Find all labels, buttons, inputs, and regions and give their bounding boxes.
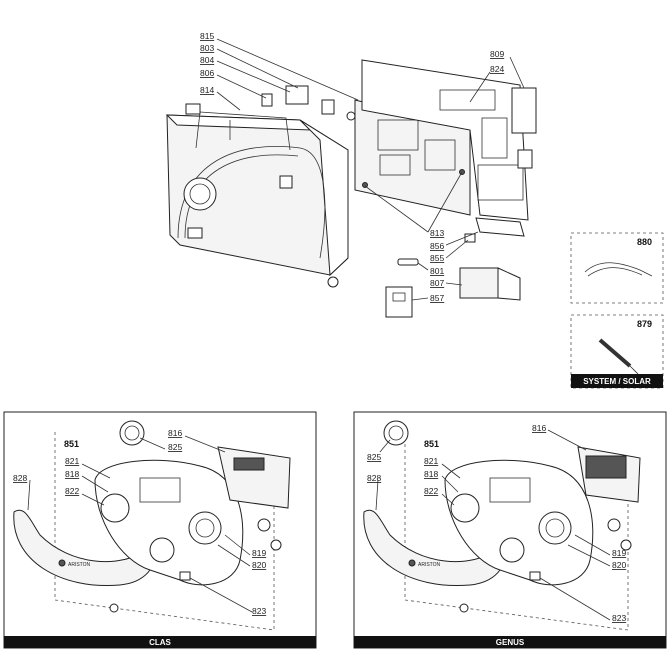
genus-gauge-825 bbox=[383, 420, 409, 446]
genus-callout-816: 816 bbox=[532, 423, 546, 433]
clas-callout-818: 818 bbox=[65, 469, 79, 479]
callout-856: 856 bbox=[430, 241, 444, 251]
callout-803: 803 bbox=[200, 43, 214, 53]
genus-callout-819: 819 bbox=[612, 548, 626, 558]
genus-control-body bbox=[444, 459, 594, 586]
callout-855: 855 bbox=[430, 253, 444, 263]
callout-807: 807 bbox=[430, 278, 444, 288]
box-880: 880 bbox=[570, 232, 664, 304]
callout-814: 814 bbox=[200, 85, 214, 95]
box-879-label: 879 bbox=[637, 319, 652, 329]
clas-panel: CLAS ARISTON 851 816 825 8 bbox=[3, 411, 317, 649]
small-parts bbox=[385, 217, 525, 318]
rear-cover-panel bbox=[361, 59, 537, 221]
clas-callout-819: 819 bbox=[252, 548, 266, 558]
genus-logo: ARISTON bbox=[418, 562, 441, 568]
callout-804: 804 bbox=[200, 55, 214, 65]
genus-callout-820: 820 bbox=[612, 560, 626, 570]
callout-824: 824 bbox=[490, 64, 504, 74]
pcb-board bbox=[354, 99, 471, 216]
callout-857: 857 bbox=[430, 293, 444, 303]
clas-gauge-825 bbox=[119, 420, 145, 446]
clas-callout-828: 828 bbox=[13, 473, 27, 483]
top-leader-lines bbox=[216, 38, 525, 301]
clas-callout-816: 816 bbox=[168, 428, 182, 438]
genus-title: GENUS bbox=[496, 638, 525, 647]
genus-callout-823: 823 bbox=[612, 613, 626, 623]
genus-callout-825: 825 bbox=[367, 452, 381, 462]
clas-callout-821: 821 bbox=[65, 456, 79, 466]
clas-callout-820: 820 bbox=[252, 560, 266, 570]
callout-815: 815 bbox=[200, 31, 214, 41]
genus-callout-851: 851 bbox=[424, 439, 439, 449]
callout-809: 809 bbox=[490, 49, 504, 59]
box-880-label: 880 bbox=[637, 237, 652, 247]
clas-callout-851: 851 bbox=[64, 439, 79, 449]
genus-callout-821: 821 bbox=[424, 456, 438, 466]
callout-806: 806 bbox=[200, 68, 214, 78]
genus-callout-822: 822 bbox=[424, 486, 438, 496]
top-callouts: 815 803 804 806 814 809 824 813 856 855 … bbox=[200, 31, 504, 303]
control-box-housing bbox=[165, 85, 356, 288]
clas-logo: ARISTON bbox=[68, 562, 91, 568]
clas-callout-823: 823 bbox=[252, 606, 266, 616]
genus-callout-828: 828 bbox=[367, 473, 381, 483]
genus-callout-818: 818 bbox=[424, 469, 438, 479]
callout-801: 801 bbox=[430, 266, 444, 276]
clas-title: CLAS bbox=[149, 638, 171, 647]
system-solar-label: SYSTEM / SOLAR bbox=[583, 377, 651, 386]
genus-panel: GENUS ARISTON 851 816 825 828 821 818 bbox=[353, 411, 667, 649]
callout-813: 813 bbox=[430, 228, 444, 238]
clas-callout-825: 825 bbox=[168, 442, 182, 452]
clas-callout-822: 822 bbox=[65, 486, 79, 496]
box-879: 879 SYSTEM / SOLAR bbox=[570, 314, 664, 389]
